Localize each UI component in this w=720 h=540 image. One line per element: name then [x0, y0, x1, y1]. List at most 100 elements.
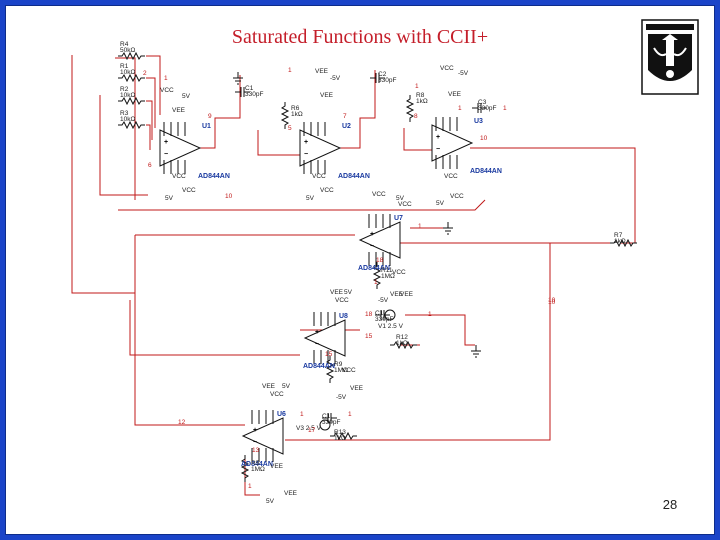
ground-symbol [471, 345, 481, 358]
vee-label: VEE [350, 385, 364, 392]
resistor-ref: R13 [334, 429, 346, 436]
supply-5v: 5V [306, 195, 315, 202]
opamp-symbol [241, 417, 284, 455]
opamp-minus-sign: − [164, 151, 168, 158]
opamp-ref: U2 [342, 123, 351, 130]
supply-5v: 5V [436, 200, 445, 207]
net-number: 1 [458, 105, 462, 112]
wire [146, 100, 153, 140]
resistor-symbol [240, 455, 250, 482]
vee-label: VEE [262, 383, 276, 390]
net-number: 1 [288, 67, 292, 74]
vcc-label: VCC [450, 193, 464, 200]
supply-neg5v: -5V [330, 75, 341, 82]
opamp-minus-sign: − [436, 146, 440, 153]
capacitor-symbol [235, 87, 250, 97]
voltage-source-symbol [319, 419, 331, 431]
supply-5v: 5V [396, 195, 405, 202]
resistor-ref: R7 [614, 232, 623, 239]
vee-label: VEE [320, 92, 334, 99]
net-number: 1 [348, 411, 352, 418]
opamp-ref: U8 [339, 313, 348, 320]
resistor-value: 1kΩ [291, 111, 303, 118]
net-number: 5 [288, 125, 292, 132]
opamp-ref: U7 [394, 215, 403, 222]
resistor-ref: R8 [416, 92, 425, 99]
capacitor-ref: C1 [322, 413, 331, 420]
net-number: 8 [414, 113, 418, 120]
vcc-label: VCC [392, 269, 406, 276]
supply-5v: 5V [165, 195, 174, 202]
page-number: 28 [662, 497, 678, 512]
resistor-symbol [405, 95, 415, 122]
capacitor-ref: C2 [378, 71, 387, 78]
resistor-value: 50kΩ [120, 47, 135, 54]
capacitor-value: 330pF [322, 419, 340, 426]
vcc-label: VCC [335, 297, 349, 304]
opamp-part: AD844AN [338, 173, 370, 180]
opamp-part: AD844AN [241, 461, 273, 468]
opamp-plus-sign: + [164, 139, 168, 146]
vcc-label: VCC [312, 173, 326, 180]
net-number: 10 [480, 135, 488, 142]
wire [257, 130, 300, 156]
opamp-part: AD844AN [198, 173, 230, 180]
vee-label: VEE [400, 291, 414, 298]
component-layer [118, 51, 637, 482]
supply-5v: 5V [344, 289, 353, 296]
wire [118, 199, 486, 211]
resistor-symbol [118, 51, 145, 61]
net-number: 1 [374, 279, 378, 286]
university-crest-icon [641, 19, 699, 95]
opamp-part: AD844AN [358, 265, 390, 272]
opamp-symbol [431, 124, 474, 162]
net-number: 13 [252, 447, 260, 454]
wire [405, 314, 475, 346]
wire [470, 147, 636, 244]
wire [340, 70, 376, 149]
supply-5v: 5V [182, 93, 191, 100]
voltage-source-label: V1 2.5 V [378, 323, 404, 330]
net-number: 1 [415, 83, 419, 90]
net-number: 12 [178, 419, 186, 426]
slide-title: Saturated Functions with CCII+ [231, 26, 489, 48]
resistor-symbol [372, 262, 382, 289]
wire [115, 57, 136, 200]
resistor-symbol [118, 73, 145, 83]
resistor-symbol [118, 96, 145, 106]
net-number: 18 [365, 311, 373, 318]
resistor-value: 10kΩ [120, 69, 135, 76]
resistor-ref: R4 [120, 41, 129, 48]
resistor-ref: R11 [381, 267, 393, 274]
label-layer: R450kΩR110kΩR210kΩR310kΩ21+−U1AD844AN+−U… [120, 41, 626, 505]
ground-symbol [233, 72, 243, 85]
opamp-minus-sign: − [304, 151, 308, 158]
opamp-symbol [303, 319, 346, 357]
capacitor-symbol [370, 73, 385, 83]
resistor-symbol [325, 356, 335, 383]
vcc-label: VCC [440, 65, 454, 72]
capacitor-symbol [472, 103, 487, 113]
wire [146, 55, 161, 115]
ground-symbol [443, 222, 453, 235]
resistor-symbol [118, 120, 145, 130]
capacitor-value: 330pF [378, 77, 396, 84]
net-number: 10 [225, 193, 233, 200]
resistor-value: 10kΩ [120, 116, 135, 123]
net-number: 10 [548, 299, 556, 306]
wire [146, 77, 156, 128]
slide-frame [5, 5, 715, 535]
net-number: 1 [503, 105, 507, 112]
opamp-plus-sign: + [253, 427, 257, 434]
capacitor-symbol [375, 310, 390, 320]
wire [146, 124, 151, 150]
resistor-value: 1MΩ [251, 466, 265, 473]
vcc-label: VCC [444, 173, 458, 180]
net-number: 15 [325, 351, 333, 358]
vee-label: VEE [390, 291, 404, 298]
resistor-value: 1MΩ [334, 367, 348, 374]
opamp-ref: U1 [202, 123, 211, 130]
opamp-part: AD844AN [470, 168, 502, 175]
opamp-part: AD844AN [303, 363, 335, 370]
capacitor-ref: C1 [245, 85, 254, 92]
